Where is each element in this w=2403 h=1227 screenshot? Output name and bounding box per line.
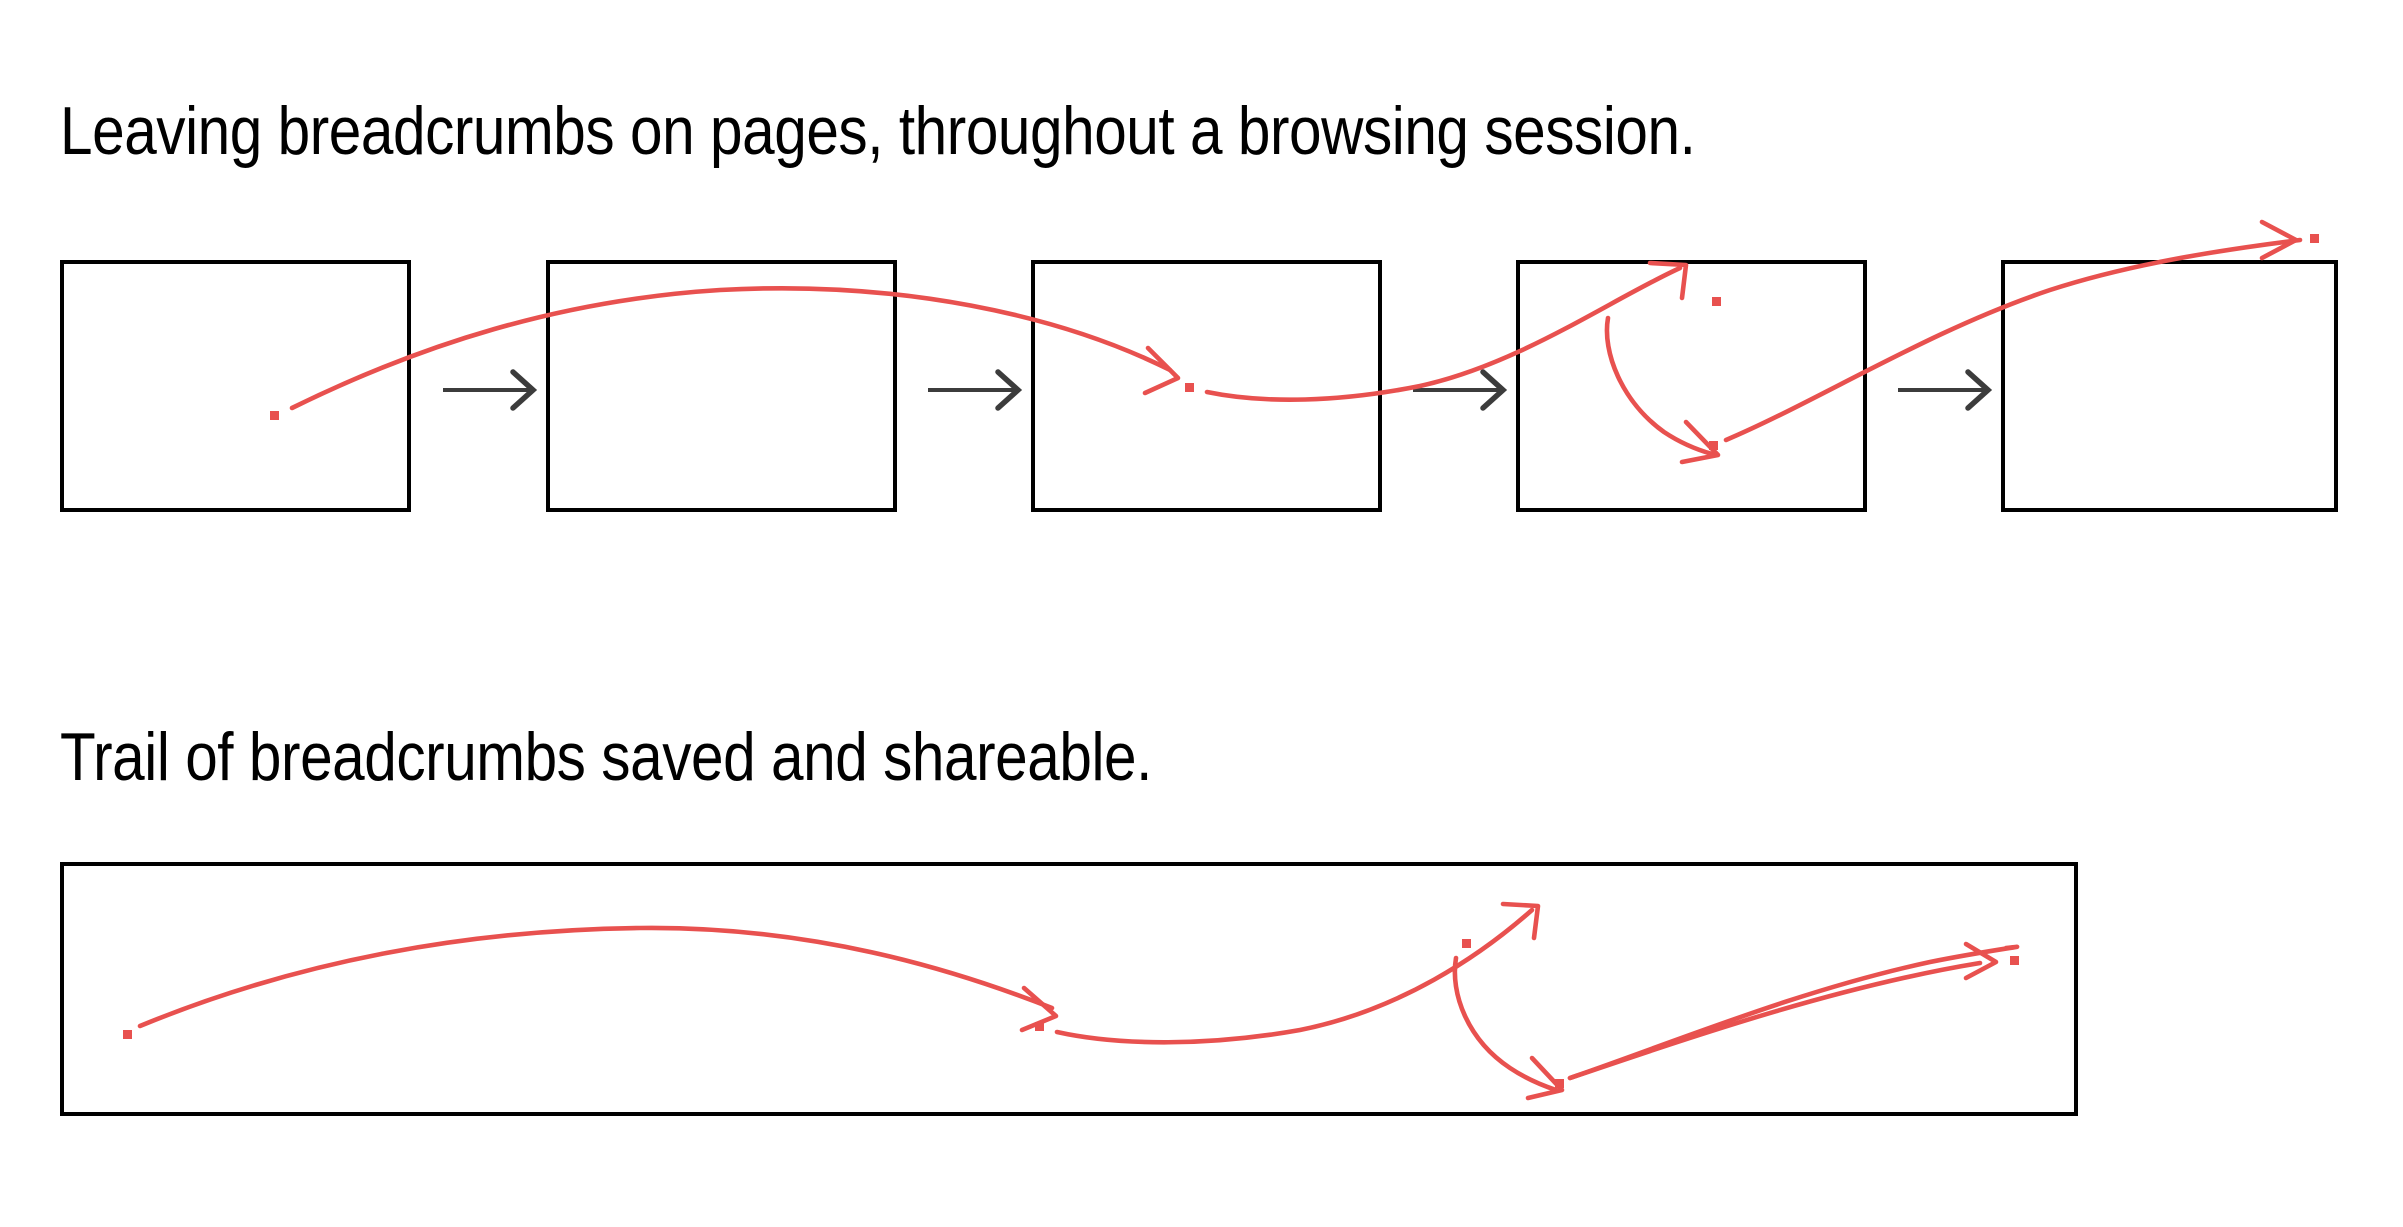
page-frame-2[interactable] (546, 260, 897, 512)
page-frame-4[interactable] (1516, 260, 1867, 512)
step-arrow-4 (1898, 369, 1993, 411)
page-frame-1[interactable] (60, 260, 411, 512)
page-frame-5[interactable] (2001, 260, 2338, 512)
page-title-browsing-session: Leaving breadcrumbs on pages, throughout… (60, 93, 1696, 169)
step-arrow-3 (1413, 369, 1508, 411)
step-arrow-1 (443, 369, 538, 411)
saved-trail-frame[interactable] (60, 862, 2078, 1116)
breadcrumb-dot-5 (2310, 234, 2319, 243)
page-frame-3[interactable] (1031, 260, 1382, 512)
page-title-saved-trail: Trail of breadcrumbs saved and shareable… (60, 719, 1152, 795)
step-arrow-2 (928, 369, 1023, 411)
